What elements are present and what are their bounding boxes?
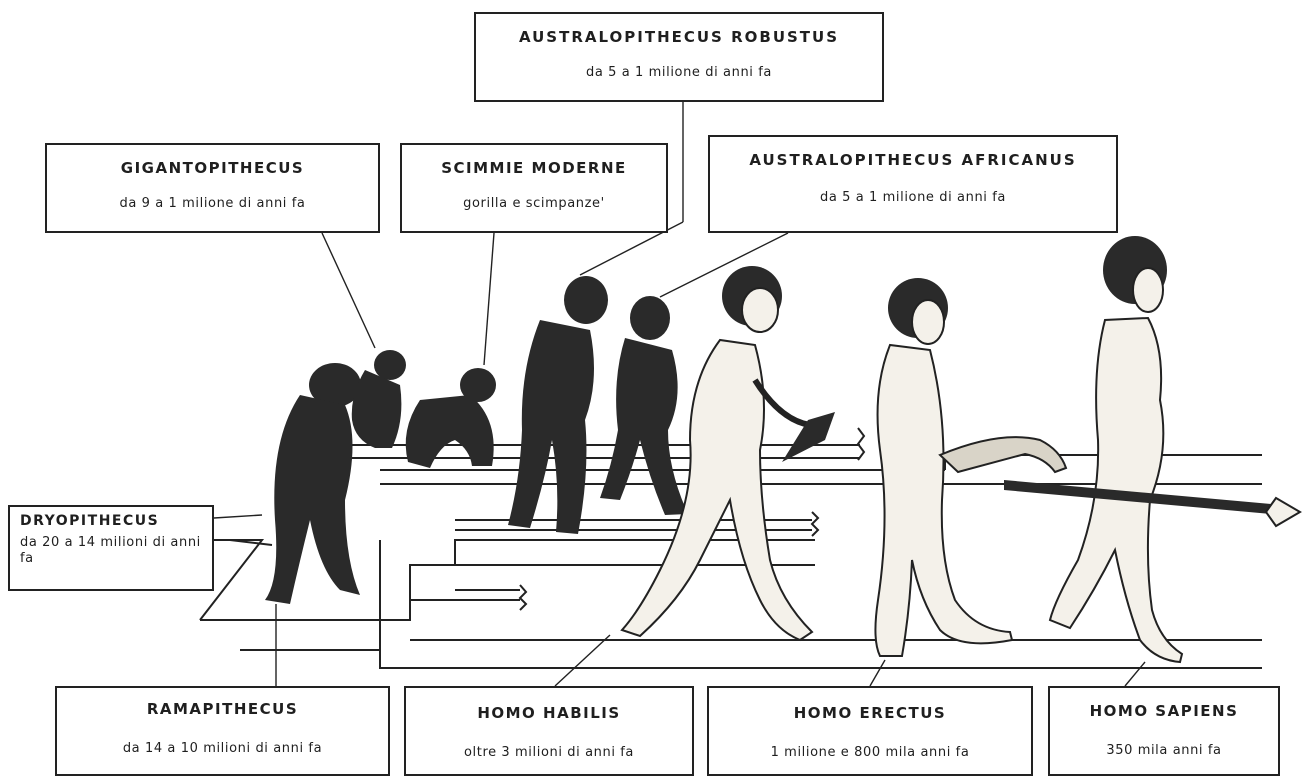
- modern-ape-figure: [406, 368, 496, 468]
- label-name: HOMO HABILIS: [416, 704, 682, 723]
- homo-erectus-figure: [875, 278, 1066, 656]
- label-dryopithecus: DRYOPITHECUS da 20 a 14 milioni di anni …: [8, 505, 214, 591]
- label-date: da 20 a 14 milioni di anni fa: [20, 535, 202, 568]
- label-homo-habilis: HOMO HABILIS oltre 3 milioni di anni fa: [404, 686, 694, 776]
- label-date: da 5 a 1 milione di anni fa: [486, 65, 872, 81]
- connector-erectus: [870, 660, 885, 686]
- label-scimmie-moderne: SCIMMIE MODERNE gorilla e scimpanze': [400, 143, 668, 233]
- connector-sapiens: [1125, 662, 1145, 686]
- label-australopithecus-africanus: AUSTRALOPITHECUS AFRICANUS da 5 a 1 mili…: [708, 135, 1118, 233]
- label-australopithecus-robustus: AUSTRALOPITHECUS ROBUSTUS da 5 a 1 milio…: [474, 12, 884, 102]
- label-date: da 9 a 1 milione di anni fa: [57, 196, 368, 212]
- gigantopithecus-figure: [352, 350, 406, 448]
- robustus-figure: [508, 276, 608, 534]
- label-homo-erectus: HOMO ERECTUS 1 milione e 800 mila anni f…: [707, 686, 1033, 776]
- label-date: 350 mila anni fa: [1060, 743, 1268, 759]
- connector-giganto: [322, 233, 375, 348]
- label-name: RAMAPITHECUS: [67, 700, 378, 719]
- connector-scimmie: [484, 233, 494, 365]
- label-name: HOMO SAPIENS: [1060, 702, 1268, 721]
- label-name: SCIMMIE MODERNE: [412, 159, 656, 178]
- label-gigantopithecus: GIGANTOPITHECUS da 9 a 1 milione di anni…: [45, 143, 380, 233]
- label-date: gorilla e scimpanze': [412, 196, 656, 212]
- africanus-figure: [600, 296, 688, 515]
- label-date: 1 milione e 800 mila anni fa: [719, 745, 1021, 761]
- label-name: DRYOPITHECUS: [20, 513, 202, 531]
- connector-dryo: [214, 515, 262, 518]
- connector-habilis: [555, 635, 610, 686]
- spear-tip: [1266, 498, 1300, 526]
- label-date: da 5 a 1 milione di anni fa: [720, 190, 1106, 206]
- label-name: AUSTRALOPITHECUS AFRICANUS: [720, 151, 1106, 170]
- label-name: GIGANTOPITHECUS: [57, 159, 368, 178]
- label-name: AUSTRALOPITHECUS ROBUSTUS: [486, 28, 872, 47]
- label-homo-sapiens: HOMO SAPIENS 350 mila anni fa: [1048, 686, 1280, 776]
- label-ramapithecus: RAMAPITHECUS da 14 a 10 milioni di anni …: [55, 686, 390, 776]
- label-date: oltre 3 milioni di anni fa: [416, 745, 682, 761]
- label-date: da 14 a 10 milioni di anni fa: [67, 741, 378, 757]
- label-name: HOMO ERECTUS: [719, 704, 1021, 723]
- dryopithecus-figure: [265, 363, 361, 604]
